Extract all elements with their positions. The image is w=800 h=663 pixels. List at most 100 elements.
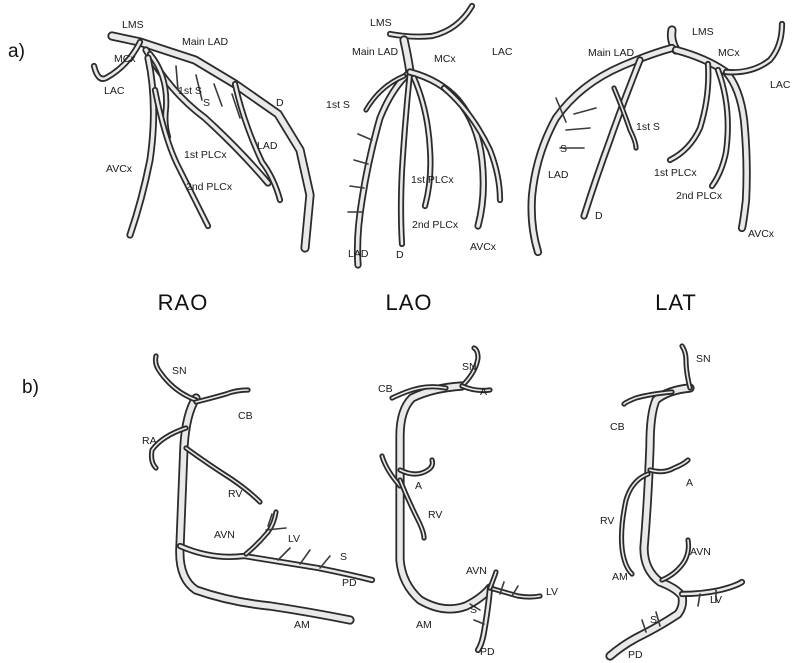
label-1st-plcx: 1st PLCx <box>411 174 454 186</box>
label-lac: LAC <box>770 79 791 91</box>
vessel-lumen <box>388 4 474 38</box>
right-coronary-lao-labels: SN CB A A RV AVN LV AM S PD <box>378 361 558 658</box>
vessel-lumen <box>613 87 637 149</box>
label-rv: RV <box>228 488 242 500</box>
vessel-lumen <box>399 459 434 475</box>
label-pd: PD <box>342 577 357 589</box>
left-coronary-lat-septal-branches <box>555 97 597 149</box>
right-coronary-lat-vessels <box>605 343 746 661</box>
vessel-lumen <box>649 459 689 473</box>
vessel-lumen <box>178 544 374 582</box>
label-a: A <box>686 477 693 489</box>
label-s: S <box>560 143 567 155</box>
vessel-lumen <box>195 389 249 403</box>
vessel-segment <box>152 353 199 403</box>
view-label-lao: LAO <box>385 290 432 315</box>
vessel-lumen <box>607 385 693 659</box>
label-1st-plcx: 1st PLCx <box>654 167 697 179</box>
label-a-2: A <box>415 480 422 492</box>
vessel-lumen <box>153 88 210 228</box>
label-1st-plcx: 1st PLCx <box>184 149 227 161</box>
vessel-lumen <box>365 75 405 111</box>
vessel-segment <box>175 393 355 625</box>
vessel-lumen <box>461 385 491 392</box>
label-s: S <box>650 614 657 626</box>
label-sn: SN <box>172 365 187 377</box>
label-avn: AVN <box>214 529 235 541</box>
vessel-lumen <box>397 383 493 612</box>
label-s: S <box>470 604 477 616</box>
label-lms: LMS <box>692 26 714 38</box>
vessel-lumen <box>109 33 313 251</box>
vessel-lumen <box>529 45 675 255</box>
label-rv: RV <box>600 515 614 527</box>
label-lad: LAD <box>348 248 369 260</box>
row-label-b: b) <box>22 377 39 398</box>
vessel-lumen <box>710 68 730 188</box>
vessel-lumen <box>724 22 784 74</box>
label-avn: AVN <box>466 565 487 577</box>
label-s: S <box>203 97 210 109</box>
label-lms: LMS <box>122 19 144 31</box>
label-lac: LAC <box>492 46 513 58</box>
right-coronary-rao-labels: SN CB RA RV AVN LV S PD AM <box>142 365 357 631</box>
label-d: D <box>276 97 284 109</box>
vessel-lumen <box>92 40 142 81</box>
vessel-lumen <box>620 473 649 575</box>
view-label-rao: RAO <box>158 290 209 315</box>
vessel-lumen <box>476 586 492 652</box>
vessel-lumen <box>489 587 541 598</box>
vessel-lumen <box>154 355 197 401</box>
right-coronary-rao-small-branches <box>265 513 331 569</box>
row-label-a: a) <box>8 41 25 62</box>
vessel-lumen <box>668 62 710 162</box>
label-2nd-plcx: 2nd PLCx <box>676 190 723 202</box>
label-1st-s: 1st S <box>326 99 350 111</box>
label-1st-s: 1st S <box>636 121 660 133</box>
label-1st-s: 1st S <box>178 85 202 97</box>
label-ra: RA <box>142 435 157 447</box>
vessel-lumen <box>681 345 691 389</box>
label-am: AM <box>612 571 628 583</box>
right-coronary-rao-vessels <box>148 353 376 625</box>
label-lad: LAD <box>257 140 278 152</box>
right-coronary-lat-labels: SN CB A RV AVN AM LV S PD <box>600 353 722 661</box>
label-pd: PD <box>628 649 643 661</box>
left-coronary-lat-labels: LMS Main LAD MCx LAC 1st S S LAD 1st PLC… <box>548 26 791 240</box>
label-avcx: AVCx <box>748 228 775 240</box>
label-2nd-plcx: 2nd PLCx <box>412 219 459 231</box>
vessel-lumen <box>128 56 156 237</box>
vessel-lumen <box>391 385 447 399</box>
label-d: D <box>396 249 404 261</box>
label-am: AM <box>416 619 432 631</box>
left-coronary-lao-labels: LMS Main LAD MCx LAC 1st S 1st PLCx 2nd … <box>326 17 513 261</box>
vessel-lumen <box>442 86 502 202</box>
label-am: AM <box>294 619 310 631</box>
label-d: D <box>595 210 603 222</box>
label-mcx: MCx <box>434 53 456 65</box>
right-coronary-lat-small-branches <box>641 589 717 633</box>
vessel-lumen <box>661 539 690 581</box>
label-avcx: AVCx <box>106 163 133 175</box>
label-lad: LAD <box>548 169 569 181</box>
vessel-lumen <box>177 395 353 623</box>
label-lms: LMS <box>370 17 392 29</box>
label-lv: LV <box>710 594 722 606</box>
left-coronary-rao-septal-branches <box>175 65 241 119</box>
vessel-lumen <box>673 47 749 231</box>
vessel-lumen <box>408 70 486 228</box>
vessel-lumen <box>185 447 261 503</box>
right-coronary-lao-vessels <box>379 345 543 654</box>
vessel-lumen <box>680 580 744 596</box>
label-main-lad: Main LAD <box>182 36 229 48</box>
label-cb: CB <box>378 383 393 395</box>
label-avcx: AVCx <box>470 241 497 253</box>
left-coronary-lao-septal-branches <box>347 133 373 213</box>
view-label-lat: LAT <box>655 290 697 315</box>
label-lv: LV <box>288 533 300 545</box>
vessel-lumen <box>582 58 642 218</box>
vessel-lumen <box>399 479 425 539</box>
vessel-lumen <box>399 70 412 246</box>
vessel-lumen <box>461 347 479 387</box>
